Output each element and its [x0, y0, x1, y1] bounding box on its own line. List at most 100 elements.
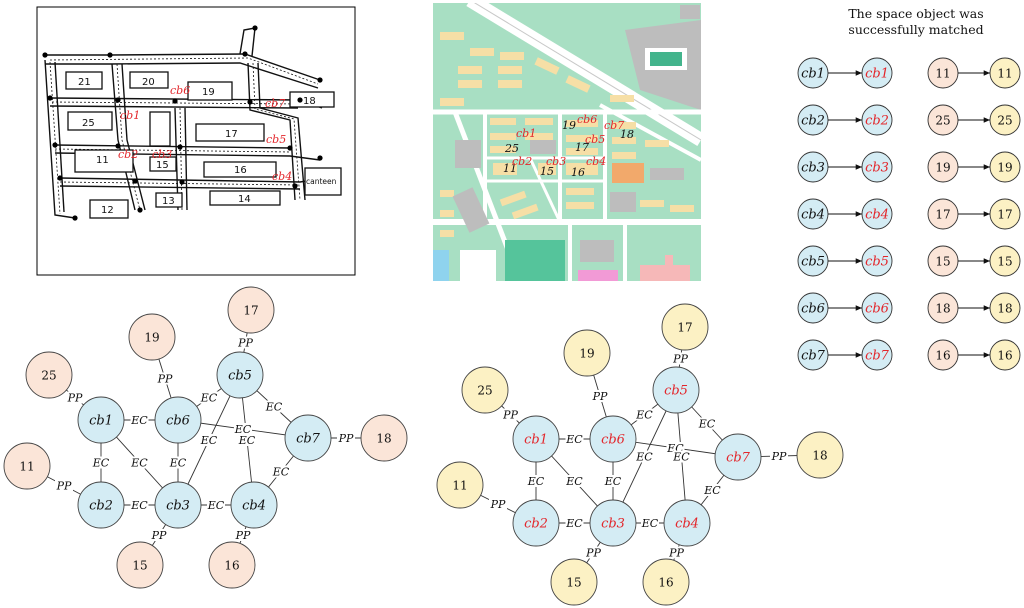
edge-label-bg [591, 390, 609, 402]
edge-label-bg [337, 432, 355, 444]
sketch-junction-dot [252, 25, 258, 31]
edge-label-17-cb5: PP [672, 353, 688, 366]
edge-label-cb4-cb7: EC [703, 484, 721, 497]
graph-node-18 [796, 431, 844, 479]
sketch-junction-dot [115, 143, 121, 149]
sketch-building-17 [195, 123, 265, 142]
match-target-label: cb5 [865, 255, 889, 270]
sketch-label-13: 13 [162, 196, 175, 207]
graph-node-15 [116, 541, 164, 589]
match-source-label: 17 [935, 208, 950, 222]
sketch-junction-dot [179, 179, 185, 185]
graph-node-cb2 [77, 481, 125, 529]
match-source-label: cb6 [801, 302, 825, 317]
graph-node-cb3 [589, 499, 637, 547]
edge-label-18-cb7: PP [771, 450, 787, 463]
edge-label-bg [130, 499, 149, 511]
match-source-label: 16 [935, 349, 950, 363]
edge-label-cb1-cb6: EC [130, 414, 148, 427]
map-label-cb6: cb6 [577, 113, 597, 126]
graph-node-cb3 [154, 481, 202, 529]
edge-label-bg [236, 336, 255, 349]
match-source-label: 19 [935, 161, 950, 175]
graph-node-label-cb5: cb5 [228, 369, 252, 384]
sketch-region-labels: cb1 cb2 cb3 cb4 cb5 cb6 cb7 [118, 84, 292, 183]
map-label-16: 16 [571, 166, 585, 179]
match-source-label: cb4 [801, 208, 825, 223]
edge-label-15-cb3: PP [585, 547, 601, 560]
match-source-label: cb1 [801, 67, 825, 82]
map-label-cb1: cb1 [516, 127, 536, 140]
sketch-junction-dot [72, 215, 78, 221]
graph-node-label-cb6: cb6 [166, 414, 190, 429]
graph-node-25 [461, 366, 509, 414]
edge-label-cb5-cb7: EC [265, 401, 283, 414]
edge-label-cb6-cb5: EC [635, 409, 653, 422]
sketch-building-14 [209, 190, 281, 206]
edge-label-bg [641, 517, 659, 529]
match-title-line2: successfully matched [848, 22, 983, 37]
match-source-label: 25 [935, 114, 950, 128]
match-target-label: cb3 [865, 161, 889, 176]
edge-label-cb1-cb6: EC [565, 433, 583, 446]
edge-label-16-cb4: PP [235, 529, 251, 542]
graph-node-label-25: 25 [477, 384, 492, 398]
graph-node-cb4 [230, 481, 278, 529]
graph-node-cb7 [284, 414, 332, 462]
graph-node-16 [208, 541, 256, 589]
sketch-buildings [65, 71, 342, 219]
edge-label-25-cb1: PP [502, 409, 518, 422]
edge-label-bg [565, 517, 584, 529]
edge-label-bg [703, 484, 722, 496]
sketch-building-20 [129, 71, 169, 89]
map-label-cb5: cb5 [585, 133, 605, 146]
edge-label-bg [272, 465, 290, 478]
sketch-label-cb6: cb6 [170, 84, 190, 97]
graph-node-label-cb1: cb1 [89, 414, 113, 429]
sketch-label-cb5: cb5 [266, 133, 286, 146]
edge-label-bg [672, 450, 691, 463]
match-panel: The space object was successfully matche… [797, 6, 1021, 371]
graph-node-15 [550, 558, 598, 606]
graph-node-cb2 [512, 499, 560, 547]
edge-label-bg [635, 450, 654, 463]
match-source-label: 18 [935, 302, 950, 316]
match-target-label: 16 [997, 349, 1012, 363]
map-label-19: 19 [562, 119, 576, 132]
edge-label-19-cb6: PP [157, 373, 173, 386]
sketch-junction-dot [317, 155, 323, 161]
graph-node-label-15: 15 [566, 576, 581, 590]
sketch-building-15 [149, 156, 177, 172]
graph-node-label-cb3: cb3 [166, 499, 190, 514]
edge-label-cb1-cb2: EC [527, 475, 545, 488]
match-target-label: 15 [997, 255, 1012, 269]
edge-label-cb2-cb3: EC [565, 517, 583, 530]
sketch-junction-dot [172, 98, 178, 104]
sketch-junction-dot [47, 95, 53, 101]
match-target-label: 17 [997, 208, 1012, 222]
map-label-17: 17 [575, 141, 589, 154]
sketch-label-20: 20 [142, 77, 155, 88]
sketch-junction-dot [317, 77, 323, 83]
sketch-label-cb2: cb2 [118, 148, 138, 161]
edge-label-bg [565, 433, 584, 445]
graph-node-11 [3, 442, 51, 490]
edge-label-cb5-cb7: EC [698, 418, 716, 431]
edge-label-cb1-cb3: EC [130, 457, 148, 470]
sketch-label-15: 15 [156, 160, 169, 171]
edge-label-bg [265, 400, 283, 413]
graph-node-cb1 [77, 396, 125, 444]
graph-node-label-18: 18 [376, 432, 391, 446]
edge-label-bg [234, 423, 252, 435]
sketch-building-small [149, 111, 171, 147]
map-label-cb2: cb2 [512, 155, 532, 168]
edge-label-bg [200, 434, 218, 446]
